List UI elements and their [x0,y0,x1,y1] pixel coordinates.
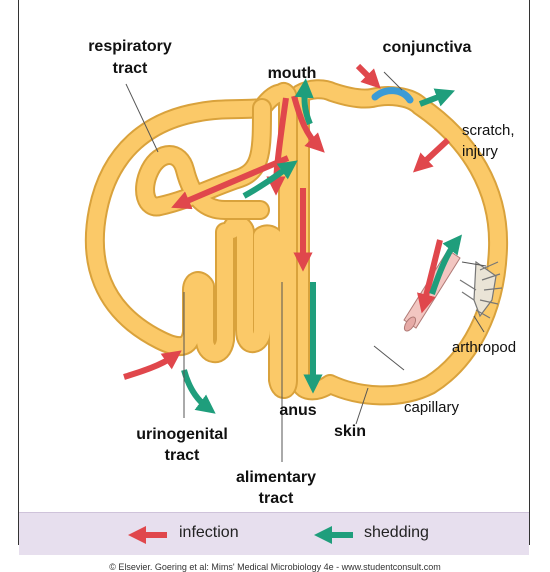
label-conjunctiva: conjunctiva [383,39,472,56]
label-alimentary-line1: alimentary [236,469,316,486]
label-respiratory-line1: respiratory [88,38,172,55]
label-capillary: capillary [404,399,460,416]
label-mouth: mouth [268,65,317,82]
infection-arrow-urinogenital [124,356,174,377]
legend-shedding-label: shedding [364,524,429,542]
label-urinogenital-line2: tract [165,447,200,464]
label-alimentary-line2: tract [259,490,294,507]
label-urinogenital-line1: urinogenital [136,426,228,443]
label-anus: anus [279,402,316,419]
body-entry-diagram: respiratory tract mouth conjunctiva scra… [0,0,550,512]
legend: infection shedding [19,512,529,555]
infection-arrow-scratch [420,140,448,166]
shedding-arrow-urinogenital [184,370,208,408]
legend-swatches [19,513,529,555]
label-respiratory-line2: tract [113,60,148,77]
label-scratch-line2: injury [462,143,498,160]
label-arthropod: arthropod [452,339,516,356]
label-scratch-line1: scratch, [462,122,515,139]
infection-arrow-conjunctiva [358,66,374,82]
label-skin: skin [334,423,366,440]
legend-infection-label: infection [179,524,239,542]
copyright-credit: © Elsevier. Goering et al: Mims' Medical… [0,563,550,572]
